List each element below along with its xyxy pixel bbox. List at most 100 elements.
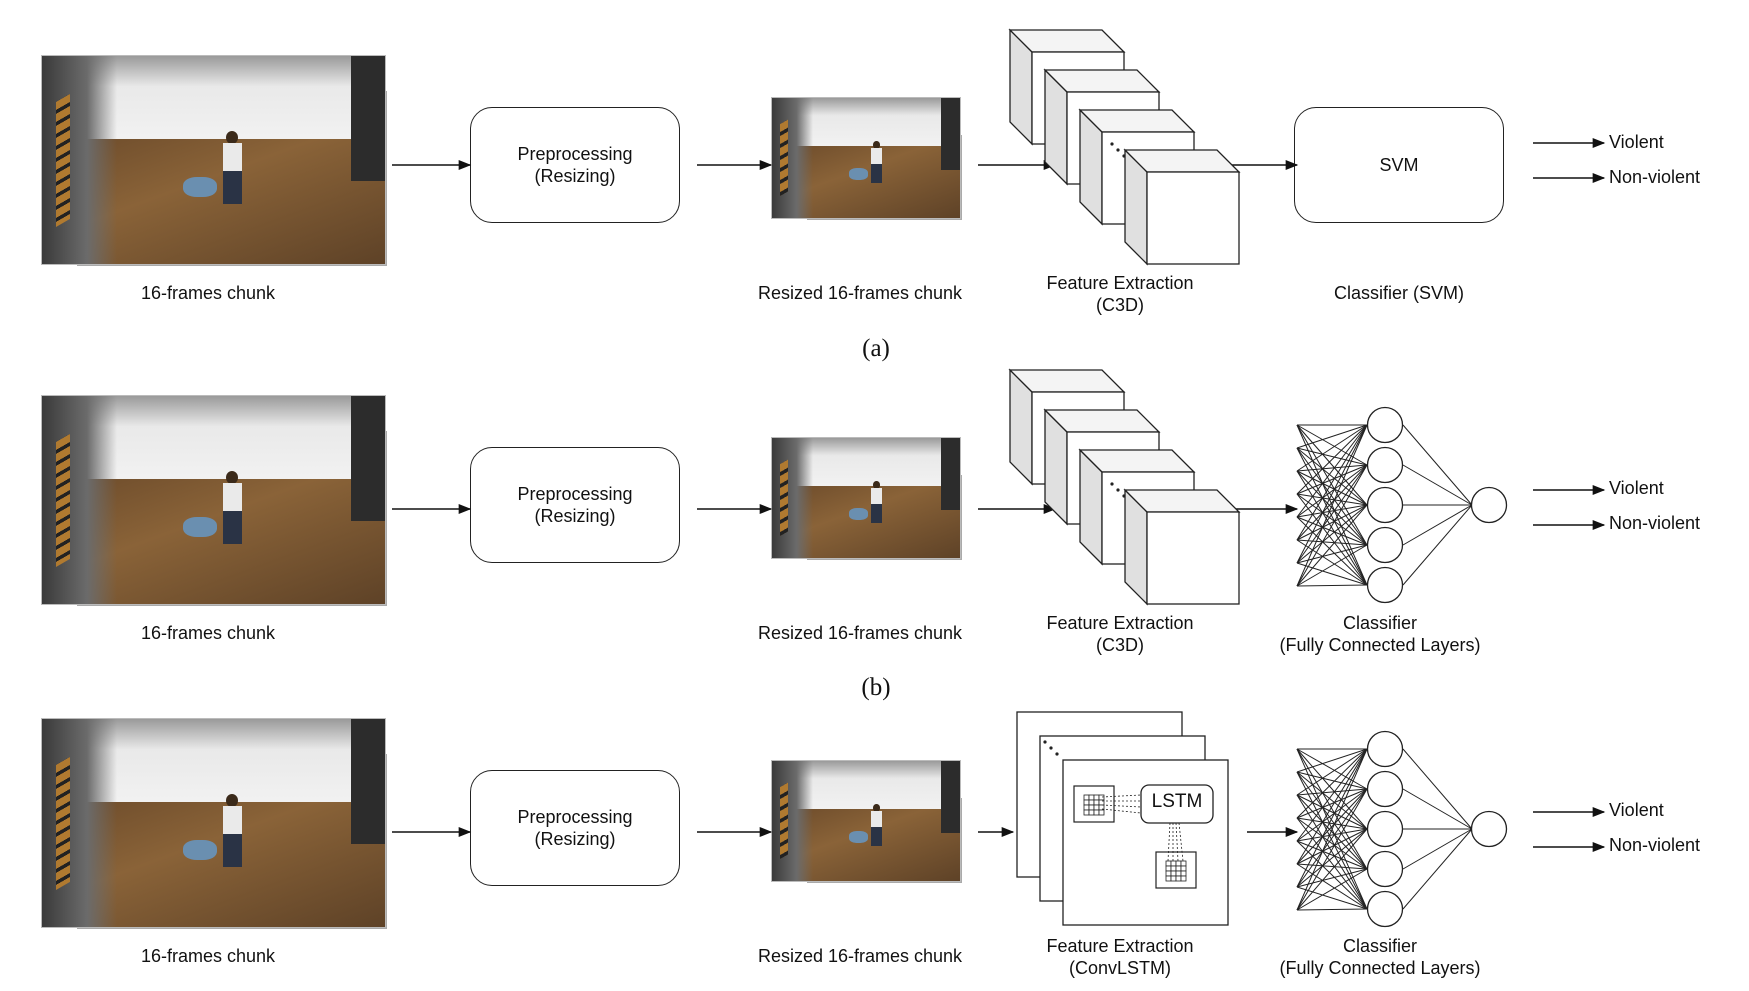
convlstm-frame xyxy=(1062,759,1229,926)
grid-cell xyxy=(1093,799,1100,806)
fc-edge xyxy=(1296,447,1368,506)
ellipsis-dot xyxy=(1055,752,1059,756)
fc-edge xyxy=(1296,493,1368,586)
cube-front xyxy=(1101,471,1195,565)
grid-cell xyxy=(1165,870,1172,877)
fc-edge xyxy=(1402,504,1473,546)
resized-chunk-label: Resized 16-frames chunk xyxy=(757,946,963,966)
cube-side xyxy=(1124,488,1148,606)
fc-edge xyxy=(1296,788,1368,911)
hidden-neuron xyxy=(1366,566,1404,604)
fc-edge xyxy=(1296,516,1368,586)
chunk-label: 16-frames chunk xyxy=(140,283,276,303)
output-violent: Violent xyxy=(1609,478,1664,498)
fc-edge xyxy=(1296,544,1368,564)
resized-frame-image xyxy=(771,97,961,219)
classifier-label: Classifier (SVM) xyxy=(1333,283,1464,303)
fc-edge xyxy=(1296,504,1368,541)
fc-edge xyxy=(1296,794,1368,830)
output-neuron xyxy=(1470,810,1508,848)
preprocessing-box: Preprocessing (Resizing) xyxy=(470,770,680,886)
fc-edge xyxy=(1296,748,1368,842)
cube-top xyxy=(1043,69,1161,93)
cube-top xyxy=(1008,369,1126,393)
grid-cell xyxy=(1088,794,1095,801)
fc-edge xyxy=(1296,464,1368,518)
preprocessing-box: Preprocessing (Resizing) xyxy=(470,447,680,563)
fc-edge xyxy=(1402,788,1473,830)
cube-front xyxy=(1031,391,1125,485)
fc-edge xyxy=(1296,424,1368,541)
fc-edge xyxy=(1402,464,1473,506)
caption-b: (b) xyxy=(861,674,891,701)
cube-side xyxy=(1044,68,1068,186)
fc-edge xyxy=(1402,504,1473,586)
classifier-title: Classifier xyxy=(1342,613,1417,633)
c3d-cube xyxy=(1078,448,1196,566)
cube-front xyxy=(1066,91,1160,185)
preprocessing-subtitle: (Resizing) xyxy=(534,506,616,526)
fc-edge xyxy=(1296,828,1368,888)
grid-cell xyxy=(1098,809,1105,816)
resized-frame-image xyxy=(771,760,961,882)
grid-cell xyxy=(1098,804,1105,811)
fc-edge xyxy=(1296,748,1368,888)
output-non-violent: Non-violent xyxy=(1609,167,1701,187)
resized-frame-image xyxy=(771,437,961,559)
fc-edge xyxy=(1296,771,1368,870)
output-violent: Violent xyxy=(1609,132,1664,152)
cube-front xyxy=(1146,511,1240,605)
cube-front xyxy=(1101,131,1195,225)
fc-edge xyxy=(1296,840,1368,910)
fc-edge xyxy=(1296,748,1368,911)
fc-edge xyxy=(1296,771,1368,790)
cube-side xyxy=(1079,108,1103,226)
output-feature-grid xyxy=(1155,851,1197,889)
c3d-cube xyxy=(1008,28,1126,146)
ellipsis-dot xyxy=(1043,740,1047,744)
ellipsis-dot xyxy=(1049,746,1053,750)
ellipsis-dot xyxy=(1122,494,1126,498)
cube-front xyxy=(1031,51,1125,145)
hidden-neuron xyxy=(1366,770,1404,808)
feature-extraction-title: Feature Extraction xyxy=(1046,273,1194,293)
c3d-cube xyxy=(1078,108,1196,226)
fc-edge xyxy=(1296,748,1368,819)
video-frame-image xyxy=(41,718,386,928)
fc-edge xyxy=(1296,584,1368,587)
hidden-neuron xyxy=(1366,446,1404,484)
grid-cell xyxy=(1180,870,1187,877)
c3d-cube xyxy=(1123,488,1241,606)
conv-connection xyxy=(1178,822,1184,862)
fc-edge xyxy=(1296,464,1368,472)
output-non-violent: Non-violent xyxy=(1609,513,1701,533)
fc-edge xyxy=(1296,424,1368,564)
fc-edge xyxy=(1296,470,1368,546)
resized-chunk-label: Resized 16-frames chunk xyxy=(757,283,963,303)
hidden-neuron xyxy=(1366,406,1404,444)
output-neuron xyxy=(1470,486,1508,524)
fc-edge xyxy=(1296,788,1368,842)
ellipsis-dot xyxy=(1110,142,1114,146)
feature-extraction-subtitle: (ConvLSTM) xyxy=(1068,958,1171,978)
fc-edge xyxy=(1296,771,1368,910)
resized-chunk-label: Resized 16-frames chunk xyxy=(757,623,963,643)
grid-cell xyxy=(1098,799,1105,806)
grid-cell xyxy=(1175,860,1182,867)
fc-edge xyxy=(1296,424,1368,587)
grid-cell xyxy=(1093,809,1100,816)
fc-edge xyxy=(1296,493,1368,546)
fc-edge xyxy=(1296,868,1368,911)
grid-cell xyxy=(1088,804,1095,811)
conv-connection xyxy=(1167,822,1171,862)
grid-cell xyxy=(1093,804,1100,811)
convlstm-feature-block xyxy=(1016,711,1229,926)
fc-edge xyxy=(1296,424,1368,472)
hidden-neuron xyxy=(1366,486,1404,524)
grid-cell xyxy=(1170,865,1177,872)
fc-edge xyxy=(1296,817,1368,910)
fc-edge xyxy=(1296,447,1368,466)
fc-edge xyxy=(1402,828,1473,910)
chunk-label: 16-frames chunk xyxy=(140,946,276,966)
